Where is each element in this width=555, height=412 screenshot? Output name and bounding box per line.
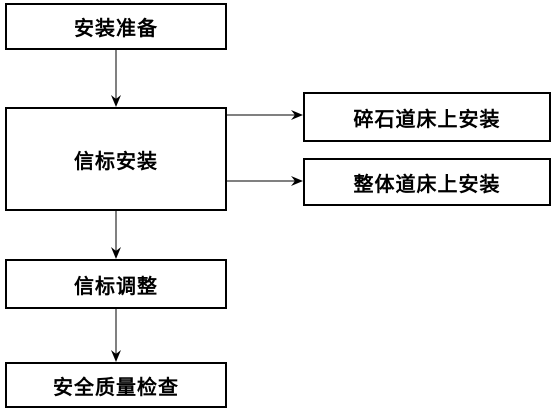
step-label-safety-quality-inspection: 安全质量检查 bbox=[53, 374, 179, 399]
step-label-slab-track-installation: 整体道床上安装 bbox=[353, 171, 501, 196]
step-beacon-adjustment: 信标调整 bbox=[5, 259, 227, 309]
step-gravel-ballast-installation: 碎石道床上安装 bbox=[303, 92, 551, 142]
step-label-beacon-installation: 信标安装 bbox=[74, 148, 158, 173]
step-label-beacon-adjustment: 信标调整 bbox=[74, 273, 158, 298]
step-label-installation-preparation: 安装准备 bbox=[74, 16, 158, 40]
step-beacon-installation: 信标安装 bbox=[5, 107, 227, 211]
step-safety-quality-inspection: 安全质量检查 bbox=[5, 362, 227, 408]
step-label-gravel-ballast-installation: 碎石道床上安装 bbox=[353, 106, 501, 131]
step-slab-track-installation: 整体道床上安装 bbox=[303, 158, 551, 206]
step-installation-preparation: 安装准备 bbox=[5, 3, 227, 50]
